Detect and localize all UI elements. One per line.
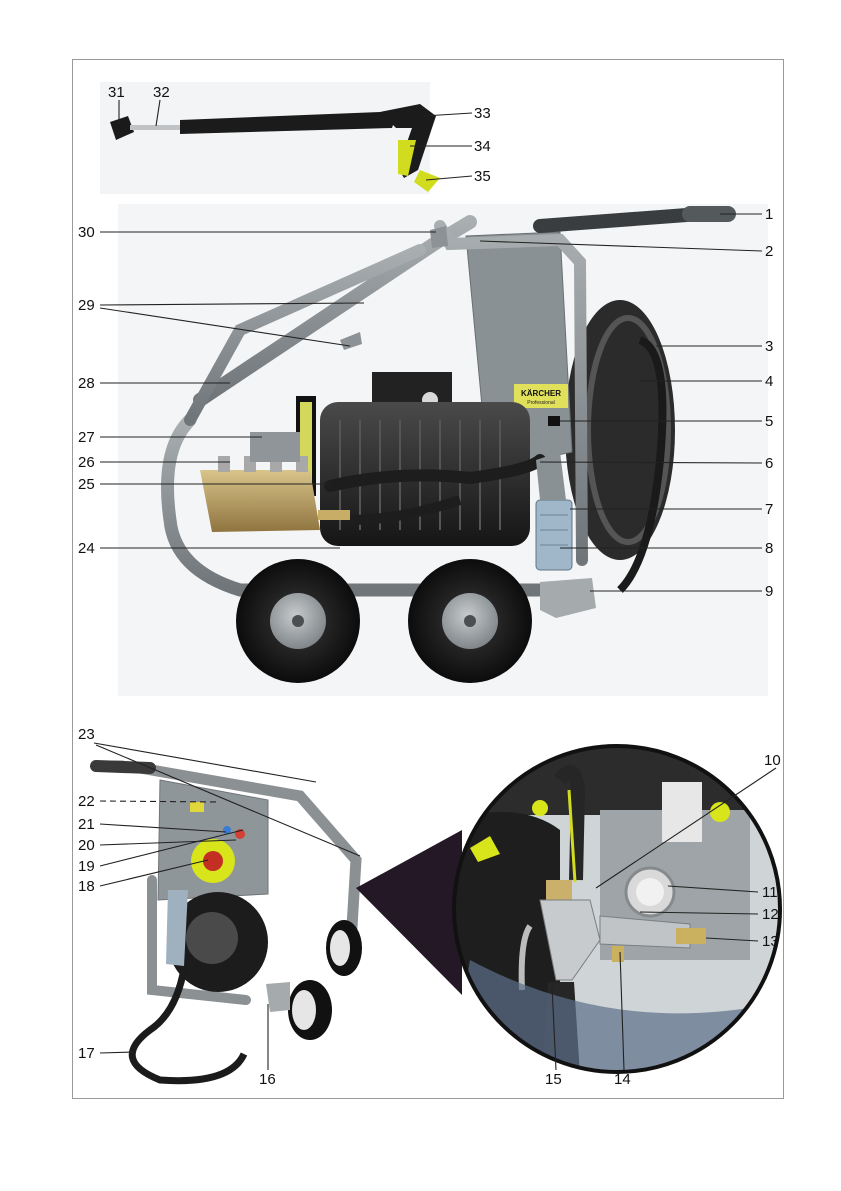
callout-6: 6 [765,455,773,472]
callout-33: 33 [474,105,491,122]
callout-35: 35 [474,168,491,185]
callout-17: 17 [78,1045,95,1062]
water-filter [536,500,572,570]
callout-27: 27 [78,429,95,446]
callout-4: 4 [765,373,773,390]
callout-1: 1 [765,206,773,223]
callout-20: 20 [78,837,95,854]
callout-29: 29 [78,297,95,314]
callout-8: 8 [765,540,773,557]
mains-switch [548,416,560,426]
high-pressure-pump [200,470,320,532]
callout-18: 18 [78,878,95,895]
callout-14: 14 [614,1071,631,1088]
zoom-cone [356,830,462,995]
callout-10: 10 [764,752,781,769]
callout-22: 22 [78,793,95,810]
callout-13: 13 [762,933,779,950]
callout-23: 23 [78,726,95,743]
callout-9: 9 [765,583,773,600]
callout-30: 30 [78,224,95,241]
callout-25: 25 [78,476,95,493]
callout-26: 26 [78,454,95,471]
svg-text:Professional: Professional [527,400,555,406]
callout-31: 31 [108,84,125,101]
callout-19: 19 [78,858,95,875]
callout-7: 7 [765,501,773,518]
callout-32: 32 [153,84,170,101]
callout-3: 3 [765,338,773,355]
callout-11: 11 [762,884,778,901]
callout-16: 16 [259,1071,276,1088]
front-view-machine [96,766,362,1081]
callout-34: 34 [474,138,491,155]
svg-text:KÄRCHER: KÄRCHER [521,389,561,398]
spray-gun [100,82,440,194]
callout-12: 12 [762,906,779,923]
main-machine: KÄRCHER Professional [118,204,768,696]
callout-21: 21 [78,816,95,833]
callout-24: 24 [78,540,95,557]
callout-28: 28 [78,375,95,392]
spray-lance [130,125,180,130]
callout-5: 5 [765,413,773,430]
callout-15: 15 [545,1071,562,1088]
callout-2: 2 [765,243,773,260]
